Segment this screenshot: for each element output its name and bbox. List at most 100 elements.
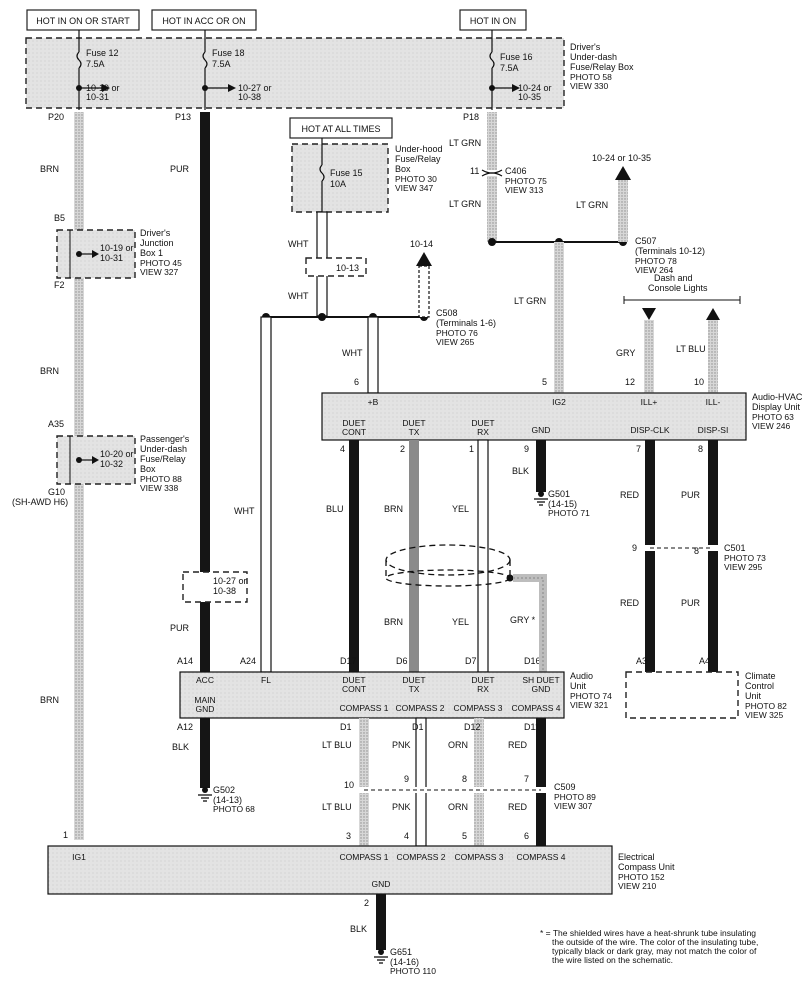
svg-text:TX: TX bbox=[409, 427, 420, 437]
svg-text:VIEW 295: VIEW 295 bbox=[724, 562, 763, 572]
svg-text:GND: GND bbox=[196, 704, 215, 714]
svg-text:LT BLU: LT BLU bbox=[676, 344, 706, 354]
svg-text:B5: B5 bbox=[54, 213, 65, 223]
ground-g502: G502 (14-13) PHOTO 68 bbox=[198, 785, 255, 814]
svg-text:GND: GND bbox=[532, 425, 551, 435]
svg-text:DISP-CLK: DISP-CLK bbox=[630, 425, 670, 435]
wire-labels-right: RED PUR RED PUR A3 A4 bbox=[620, 490, 710, 666]
svg-text:D7: D7 bbox=[465, 656, 477, 666]
svg-text:ACC: ACC bbox=[196, 675, 214, 685]
drivers-junction-box-1: 10-19 or 10-31 Driver's Junction Box 1 P… bbox=[56, 228, 182, 279]
svg-text:8: 8 bbox=[462, 774, 467, 784]
svg-text:10: 10 bbox=[344, 780, 354, 790]
wire-lt-blu-c1 bbox=[359, 718, 369, 846]
svg-text:(Terminals 1-6): (Terminals 1-6) bbox=[436, 318, 496, 328]
svg-text:ILL-: ILL- bbox=[706, 397, 721, 407]
label-wht-2: WHT bbox=[288, 291, 309, 301]
svg-text:C507: C507 bbox=[635, 236, 657, 246]
svg-text:2: 2 bbox=[400, 444, 405, 454]
ref-box-10-13: 10-13 bbox=[305, 257, 367, 277]
svg-text:Control: Control bbox=[745, 681, 774, 691]
display-pin-numbers: 4 2 1 9 7 8 bbox=[340, 444, 703, 454]
svg-text:RED: RED bbox=[620, 598, 640, 608]
svg-text:12: 12 bbox=[625, 377, 635, 387]
svg-text:HOT IN ON OR START: HOT IN ON OR START bbox=[36, 16, 130, 26]
pin-5: 5 bbox=[542, 377, 547, 387]
svg-text:COMPASS 3: COMPASS 3 bbox=[454, 703, 503, 713]
svg-text:Box 1: Box 1 bbox=[140, 248, 163, 258]
svg-text:A14: A14 bbox=[177, 656, 193, 666]
wire-pur-acc bbox=[200, 112, 210, 672]
svg-text:LT BLU: LT BLU bbox=[322, 740, 352, 750]
svg-text:PHOTO 71: PHOTO 71 bbox=[548, 508, 590, 518]
svg-text:G10: G10 bbox=[48, 487, 65, 497]
svg-text:10A: 10A bbox=[330, 179, 346, 189]
svg-text:PHOTO 88: PHOTO 88 bbox=[140, 474, 182, 484]
svg-text:Driver's: Driver's bbox=[140, 228, 171, 238]
fuse-12: Fuse 12 7.5A 10-19 or 10-31 bbox=[76, 38, 120, 110]
svg-text:the outside of the wire. The c: the outside of the wire. The color of th… bbox=[552, 937, 758, 947]
svg-text:D6: D6 bbox=[396, 656, 408, 666]
svg-text:HOT AT ALL TIMES: HOT AT ALL TIMES bbox=[301, 124, 380, 134]
svg-text:PHOTO 110: PHOTO 110 bbox=[390, 966, 436, 976]
svg-text:VIEW 325: VIEW 325 bbox=[745, 710, 784, 720]
svg-text:PUR: PUR bbox=[170, 623, 190, 633]
svg-text:IG1: IG1 bbox=[72, 852, 86, 862]
svg-text:DUET: DUET bbox=[402, 675, 425, 685]
wire-blk-g651 bbox=[376, 894, 386, 950]
svg-text:DUET: DUET bbox=[342, 675, 365, 685]
svg-text:PHOTO 45: PHOTO 45 bbox=[140, 258, 182, 268]
svg-text:GRY *: GRY * bbox=[510, 615, 536, 625]
svg-text:D11: D11 bbox=[524, 722, 540, 732]
svg-text:(Terminals 10-12): (Terminals 10-12) bbox=[635, 246, 705, 256]
wire-lt-grn-1 bbox=[487, 112, 497, 170]
svg-text:RX: RX bbox=[477, 684, 489, 694]
svg-text:Unit: Unit bbox=[570, 681, 587, 691]
svg-text:C508: C508 bbox=[436, 308, 458, 318]
wire-labels-bottom: D1 D1 D12 D11 LT BLU PNK ORN RED LT BLU … bbox=[322, 722, 540, 841]
svg-text:COMPASS 2: COMPASS 2 bbox=[396, 703, 445, 713]
svg-text:10-32: 10-32 bbox=[100, 459, 123, 469]
svg-text:COMPASS 1: COMPASS 1 bbox=[340, 703, 389, 713]
svg-text:10-24 or 10-35: 10-24 or 10-35 bbox=[592, 153, 651, 163]
wire-lt-grn-ig2 bbox=[554, 242, 564, 393]
svg-text:PHOTO 68: PHOTO 68 bbox=[213, 804, 255, 814]
svg-text:10: 10 bbox=[694, 377, 704, 387]
footnote: * = The shielded wires have a heat-shrun… bbox=[540, 928, 758, 965]
wire-lt-grn-2 bbox=[487, 176, 497, 242]
ground-g651: G651 (14-16) PHOTO 110 bbox=[374, 947, 436, 976]
svg-text:VIEW 265: VIEW 265 bbox=[436, 337, 475, 347]
svg-text:P13: P13 bbox=[175, 112, 191, 122]
wire-wht-plus-b bbox=[367, 316, 379, 394]
wire-blu bbox=[349, 440, 359, 672]
svg-text:DUET: DUET bbox=[471, 675, 494, 685]
svg-text:Unit: Unit bbox=[745, 691, 762, 701]
label-lt-grn-1: LT GRN bbox=[449, 138, 481, 148]
svg-text:Audio: Audio bbox=[570, 671, 593, 681]
svg-text:PHOTO 82: PHOTO 82 bbox=[745, 701, 787, 711]
svg-text:LT GRN: LT GRN bbox=[576, 200, 608, 210]
svg-text:ORN: ORN bbox=[448, 740, 468, 750]
wire-red-disp-clk bbox=[645, 440, 655, 672]
svg-text:8: 8 bbox=[694, 546, 699, 556]
svg-text:Audio-HVAC: Audio-HVAC bbox=[752, 392, 803, 402]
svg-text:1: 1 bbox=[469, 444, 474, 454]
svg-text:10-20 or: 10-20 or bbox=[100, 449, 134, 459]
wire-pnk-c2 bbox=[415, 717, 427, 847]
label-lt-grn-2: LT GRN bbox=[449, 199, 481, 209]
under-hood-fuse-relay-box: Fuse 15 10A Under-hood Fuse/Relay Box PH… bbox=[291, 138, 443, 213]
svg-text:PNK: PNK bbox=[392, 802, 411, 812]
label-blk-2: BLK bbox=[172, 742, 189, 752]
wire-labels-left: P20 BRN B5 F2 BRN A35 G10 (SH-AWD H6) BR… bbox=[12, 112, 68, 840]
svg-text:PHOTO 74: PHOTO 74 bbox=[570, 691, 612, 701]
svg-text:(14-13): (14-13) bbox=[213, 795, 242, 805]
svg-text:PUR: PUR bbox=[681, 598, 701, 608]
svg-text:Display Unit: Display Unit bbox=[752, 402, 801, 412]
svg-text:BRN: BRN bbox=[384, 617, 403, 627]
svg-text:DISP-SI: DISP-SI bbox=[698, 425, 729, 435]
shielded-wire-tube: GRY * bbox=[385, 544, 547, 672]
svg-text:HOT IN ACC OR ON: HOT IN ACC OR ON bbox=[162, 16, 245, 26]
wire-wht-fl bbox=[260, 316, 272, 673]
svg-text:PHOTO 152: PHOTO 152 bbox=[618, 872, 665, 882]
svg-text:ORN: ORN bbox=[448, 802, 468, 812]
